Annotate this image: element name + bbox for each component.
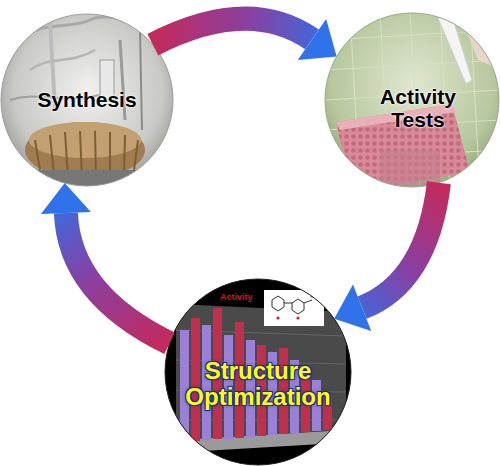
arrow-head (298, 19, 337, 60)
node-label: Synthesis (37, 88, 136, 111)
arrow-shaft (66, 213, 170, 343)
arrow-head (334, 284, 371, 331)
process-circle: Activity Tests (325, 13, 499, 187)
process-circle: Structure Optimization (165, 279, 351, 465)
activity-tests-photo (324, 10, 500, 192)
arrow-shaft (153, 19, 312, 45)
cycle-arrow (153, 19, 337, 60)
node-label: Activity Tests (368, 85, 468, 131)
cycle-arrow (41, 183, 170, 343)
process-circle: Synthesis (1, 14, 173, 186)
axis-label: Activity (220, 292, 253, 302)
arrow-shaft (362, 183, 439, 308)
activity-bar-chart (160, 274, 360, 466)
synthesis-photo (0, 10, 176, 190)
node-label: Structure Optimization (171, 358, 346, 411)
arrow-head (41, 183, 91, 214)
cycle-arrow (334, 183, 439, 331)
